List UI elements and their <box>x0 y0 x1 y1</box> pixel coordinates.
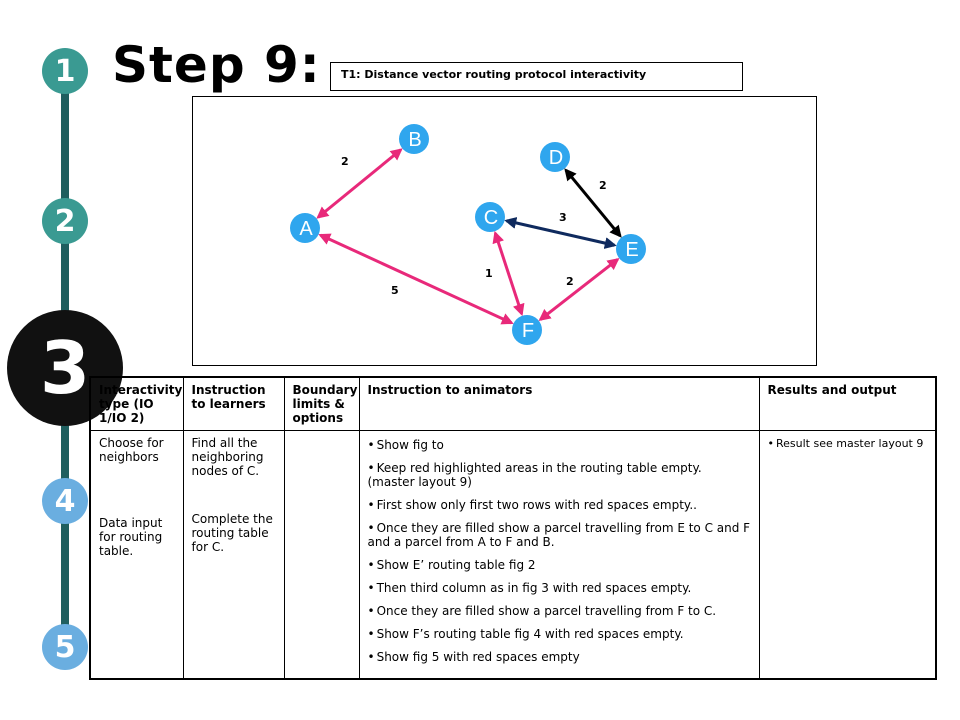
animator-instruction-3: First show only first two rows with red … <box>368 498 751 512</box>
table-row: Choose for neighbors Data input for rout… <box>89 430 937 680</box>
cell-results-output: Result see master layout 9 <box>758 430 937 680</box>
cell-instruction-learners: Find all the neighboring nodes of C. Com… <box>182 430 285 680</box>
cell-instruction-animators: Show fig to Keep red highlighted areas in… <box>358 430 760 680</box>
node-label-e: E <box>625 239 638 261</box>
interactivity-data-input: Data input for routing table. <box>99 516 163 558</box>
node-e[interactable] <box>616 234 646 264</box>
edge-weight-d-e: 2 <box>599 179 607 192</box>
header-instruction-animators: Instruction to animators <box>358 376 760 431</box>
animator-instruction-4: Once they are filled show a parcel trave… <box>368 521 751 549</box>
step-2-label: 2 <box>54 203 76 239</box>
step-3-label: 3 <box>39 326 91 410</box>
edge-e-f <box>538 257 620 322</box>
animator-instruction-7: Once they are filled show a parcel trave… <box>368 604 751 618</box>
cell-boundary-limits <box>283 430 360 680</box>
cell-interactivity-type: Choose for neighbors Data input for rout… <box>89 430 184 680</box>
edge-weight-c-f: 1 <box>485 267 493 280</box>
edge-weight-a-f: 5 <box>391 284 399 297</box>
step-5-circle[interactable]: 5 <box>42 624 88 670</box>
edge-c-f <box>492 230 525 317</box>
step-4-circle[interactable]: 4 <box>42 478 88 524</box>
step-4-label: 4 <box>54 483 76 519</box>
edge-weight-e-f: 2 <box>566 275 574 288</box>
edge-d-e <box>564 168 622 238</box>
node-label-f: F <box>522 320 534 342</box>
node-label-a: A <box>299 218 313 240</box>
result-item-1: Result see master layout 9 <box>768 438 928 450</box>
step-1-label: 1 <box>54 53 76 89</box>
node-label-d: D <box>549 147 563 169</box>
results-list: Result see master layout 9 <box>768 438 928 450</box>
animator-instruction-list: Show fig to Keep red highlighted areas in… <box>368 438 751 664</box>
table-header-row: Interactivity type (IO 1/IO 2) Instructi… <box>89 376 937 431</box>
spec-table: Interactivity type (IO 1/IO 2) Instructi… <box>89 376 937 680</box>
node-label-c: C <box>484 207 498 229</box>
animator-instruction-2: Keep red highlighted areas in the routin… <box>368 461 751 489</box>
topic-box: T1: Distance vector routing protocol int… <box>330 62 743 91</box>
step-2-circle[interactable]: 2 <box>42 198 88 244</box>
step-5-label: 5 <box>54 629 76 665</box>
learner-instruction-2: Complete the routing table for C. <box>191 512 273 554</box>
node-a[interactable] <box>290 213 320 243</box>
learner-instruction-1: Find all the neighboring nodes of C. <box>191 436 264 478</box>
page-title: Step 9: <box>112 36 321 94</box>
header-instruction-learners: Instruction to learners <box>182 376 285 431</box>
animator-instruction-8: Show F’s routing table fig 4 with red sp… <box>368 627 751 641</box>
edge-weight-a-b: 2 <box>341 155 349 168</box>
node-label-b: B <box>408 129 421 151</box>
node-f[interactable] <box>512 315 542 345</box>
node-d[interactable] <box>540 142 570 172</box>
animator-instruction-1: Show fig to <box>368 438 751 452</box>
animator-instruction-6: Then third column as in fig 3 with red s… <box>368 581 751 595</box>
edge-weight-c-e: 3 <box>559 211 567 224</box>
header-results-output: Results and output <box>758 376 937 431</box>
header-interactivity-type: Interactivity type (IO 1/IO 2) <box>89 376 184 431</box>
node-c[interactable] <box>475 202 505 232</box>
node-b[interactable] <box>399 124 429 154</box>
edge-c-e <box>504 217 617 249</box>
header-boundary-limits: Boundary limits & options <box>283 376 360 431</box>
animator-instruction-9: Show fig 5 with red spaces empty <box>368 650 751 664</box>
edge-a-b <box>316 148 403 219</box>
interactivity-choose: Choose for neighbors <box>99 436 164 464</box>
edge-a-f <box>318 233 514 325</box>
step-1-circle[interactable]: 1 <box>42 48 88 94</box>
animator-instruction-5: Show E’ routing table fig 2 <box>368 558 751 572</box>
